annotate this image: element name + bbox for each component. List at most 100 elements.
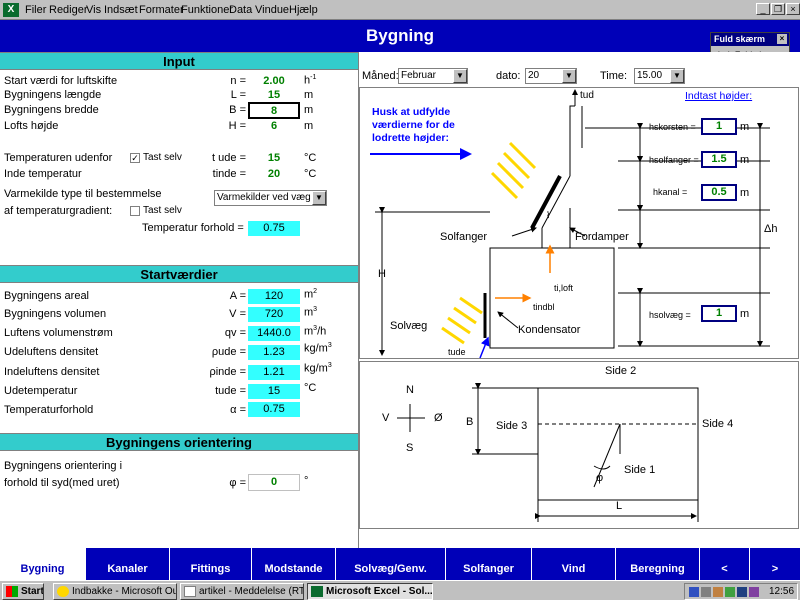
menu-formater[interactable]: Formater [139, 4, 184, 16]
row-unit: m [304, 104, 314, 116]
width-value[interactable]: 8 [248, 102, 300, 119]
row-label: Udeluftens densitet [4, 346, 99, 358]
windows-logo-icon [6, 586, 18, 597]
taskbar-excel[interactable]: Microsoft Excel - Sol... [307, 583, 433, 600]
orientation-value[interactable]: 0 [248, 474, 300, 491]
right-pane: Måned: Februar ▼ dato: 20 ▼ Time: 15.00 … [358, 52, 800, 548]
tab-prev[interactable]: < [700, 548, 750, 580]
close-button[interactable]: × [786, 3, 800, 15]
menu-vindue[interactable]: Vindue [255, 4, 290, 16]
tab-next[interactable]: > [771, 563, 779, 575]
row-label: Temperaturforhold [4, 404, 94, 416]
tray-icon[interactable] [689, 587, 699, 597]
tray-icon[interactable] [737, 587, 747, 597]
chevron-down-icon[interactable]: ▼ [562, 69, 576, 83]
tast-selv-checkbox-2[interactable] [130, 206, 140, 216]
orientation-header: Bygningens orientering [0, 433, 358, 451]
taskbar-outlook[interactable]: Indbakke - Microsoft Outlo... [53, 583, 177, 600]
menu-hjaelp[interactable]: Hjælp [289, 4, 318, 16]
tast-selv-checkbox[interactable]: ✓ [130, 153, 140, 163]
volume-value: 720 [248, 307, 300, 322]
temp-out-label: Temperaturen udenfor [4, 152, 113, 164]
tab-beregning[interactable]: Beregning [616, 548, 700, 580]
time-label: Time: [600, 70, 628, 82]
solar-collector [530, 175, 562, 229]
solvaeg-label: Solvæg [390, 320, 428, 332]
month-select[interactable]: Februar ▼ [398, 68, 468, 84]
tast-selv-label-2: Tast selv [143, 205, 182, 216]
menu-indsaet[interactable]: Indsæt [104, 4, 138, 16]
menu-filer[interactable]: Filer [25, 4, 47, 16]
length-value[interactable]: 15 [267, 89, 281, 101]
west-label: V [382, 412, 390, 424]
ceiling-height-value[interactable]: 6 [270, 120, 278, 132]
row-symbol: α = [230, 404, 246, 416]
row-label: Indeluftens densitet [4, 366, 100, 378]
tray-icon[interactable] [749, 587, 759, 597]
restore-button[interactable]: ❐ [771, 3, 785, 15]
orientation-unit: ° [304, 475, 309, 487]
h-skorsten-input[interactable]: 1 [701, 118, 737, 135]
h-solvaeg-input[interactable]: 1 [701, 305, 737, 322]
speaker-icon[interactable] [701, 587, 711, 597]
menu-data[interactable]: Data [229, 4, 253, 16]
start-button[interactable]: Start [2, 583, 44, 600]
area-value: 120 [248, 289, 300, 304]
tab-modstande[interactable]: Modstande [252, 548, 336, 580]
tab-fittings[interactable]: Fittings [170, 548, 252, 580]
heat-source-select[interactable]: Varmekilder ved væg ▼ [214, 190, 327, 206]
t-ude-label: tude [448, 347, 466, 357]
tab-kanaler[interactable]: Kanaler [86, 548, 170, 580]
tray-icon[interactable] [713, 587, 723, 597]
l-dimension-label: L [616, 500, 623, 512]
system-tray: 12:56 [684, 583, 798, 600]
tab-bygning[interactable]: Bygning [0, 548, 86, 580]
temp-out-value[interactable]: 15 [267, 152, 281, 164]
time-select[interactable]: 15.00 ▼ [634, 68, 685, 84]
phi-label: φ [596, 472, 604, 484]
tray-icon[interactable] [725, 587, 735, 597]
taskbar-outlook-label: Indbakke - Microsoft Outlo... [72, 586, 177, 597]
date-select[interactable]: 20 ▼ [525, 68, 577, 84]
minimize-button[interactable]: _ [756, 3, 770, 15]
tab-solvaeg[interactable]: Solvæg/Genv. [336, 548, 446, 580]
menu-bar: X Filer Rediger Vis Indsæt Formater Funk… [0, 0, 800, 20]
side-1-label: Side 1 [624, 464, 656, 476]
side-4-label: Side 4 [702, 418, 734, 430]
startvaerdier-header: Startværdier [0, 265, 358, 283]
h-solvaeg-label: hsolvæg = [649, 310, 691, 320]
h-skorsten-label: hskorsten = [649, 122, 696, 132]
row-symbol: A = [229, 290, 246, 302]
temp-in-unit: °C [304, 168, 317, 180]
chevron-down-icon[interactable]: ▼ [453, 69, 467, 83]
toolbar-close-icon[interactable]: × [777, 34, 787, 44]
row-unit: kg/m3 [304, 342, 332, 355]
tab-solfanger[interactable]: Solfanger [446, 548, 532, 580]
h-solfanger-input[interactable]: 1.5 [701, 151, 737, 168]
chevron-down-icon[interactable]: ▼ [670, 69, 684, 83]
menu-rediger[interactable]: Rediger [49, 4, 88, 16]
menu-vis[interactable]: Vis [86, 4, 102, 16]
svg-text:⌇: ⌇ [546, 210, 550, 220]
height-reminder-note: Husk at udfylde værdierne for de lodrett… [372, 106, 455, 144]
row-unit: m [304, 89, 314, 101]
menu-funktioner[interactable]: Funktioner [181, 4, 233, 16]
sun-rays-icon [490, 141, 537, 200]
excel-icon[interactable]: X [3, 3, 19, 17]
airchange-value[interactable]: 2.00 [263, 75, 285, 87]
b-dimension-label: B [466, 416, 474, 428]
outdoor-temp-value: 15 [248, 384, 300, 399]
side-3-label: Side 3 [496, 420, 528, 432]
month-select-value: Februar [401, 70, 437, 81]
taskbar: Start Indbakke - Microsoft Outlo... arti… [0, 580, 800, 600]
temp-out-unit: °C [304, 152, 317, 164]
temp-ratio-start-value: 0.75 [248, 402, 300, 417]
tab-vind[interactable]: Vind [532, 548, 616, 580]
chevron-down-icon[interactable]: ▼ [312, 191, 326, 205]
unit-m: m [740, 121, 750, 133]
h-kanal-input[interactable]: 0.5 [701, 184, 737, 201]
row-unit: m [304, 120, 314, 132]
taskbar-message[interactable]: artikel - Meddelelse (RTF) [180, 583, 304, 600]
temp-in-value[interactable]: 20 [267, 168, 281, 180]
unit-m: m [740, 187, 750, 199]
